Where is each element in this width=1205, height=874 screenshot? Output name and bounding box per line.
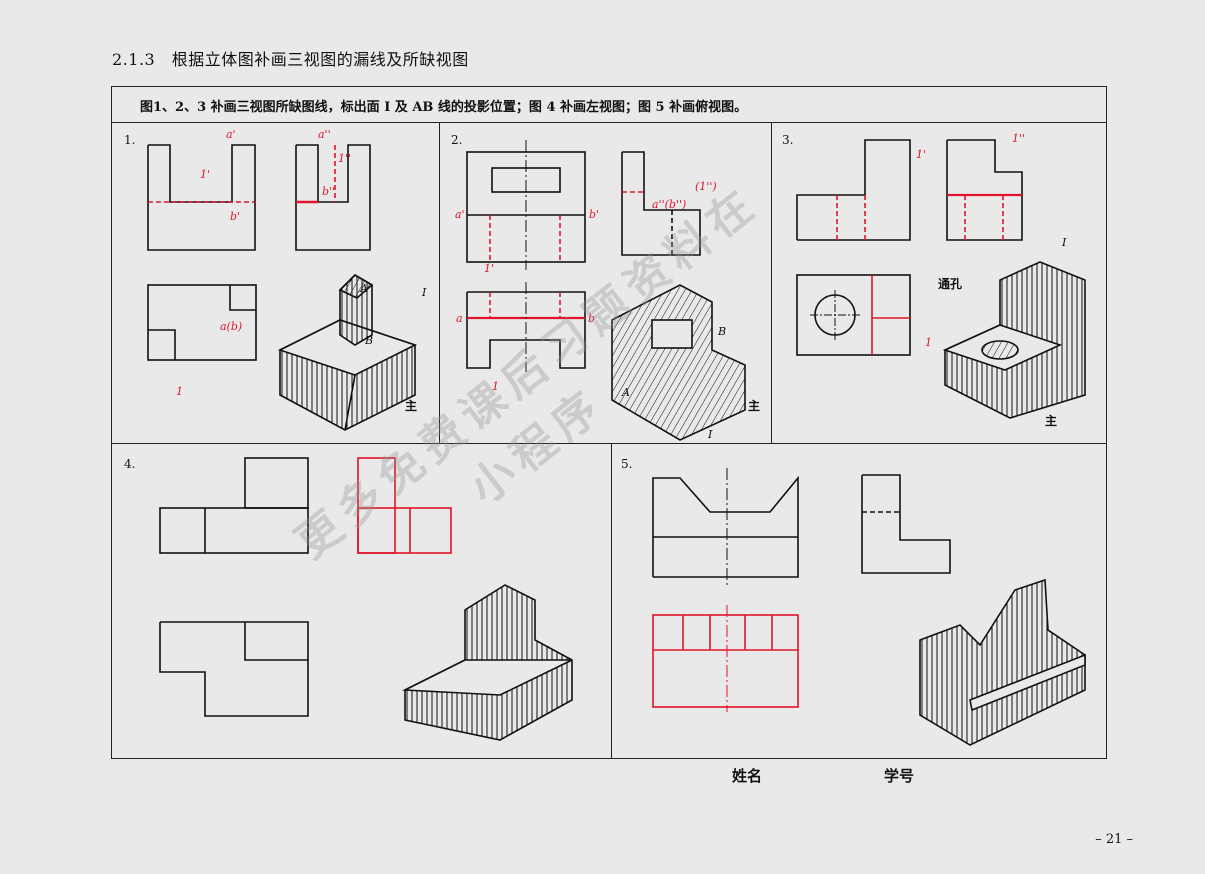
problem-4-front-view xyxy=(159,457,309,554)
label-2-1: 1 xyxy=(492,380,499,393)
label-2-B: B xyxy=(717,325,726,338)
label-2-1-dbl: (1'') xyxy=(695,180,717,193)
problem-1-front-view xyxy=(147,144,256,251)
problem-1-isometric xyxy=(277,273,418,431)
problem-2-front-view xyxy=(466,140,586,270)
problem-number-1: 1. xyxy=(124,133,136,147)
label-3-hole: 通孔 xyxy=(938,276,962,291)
problem-number-2: 2. xyxy=(451,133,463,147)
problem-5-front-view xyxy=(652,468,799,585)
divider-row xyxy=(112,443,1106,445)
label-1-a-prime: a' xyxy=(226,128,236,141)
problem-4-left-view-answer xyxy=(357,457,452,554)
label-1-b-dbl: b'' xyxy=(322,185,335,198)
label-3-1-dbl: 1'' xyxy=(1012,132,1025,145)
label-1-B: B xyxy=(364,334,373,347)
problem-4-top-view xyxy=(159,621,309,717)
problem-2-top-view xyxy=(466,282,586,372)
problem-5-isometric xyxy=(919,578,1086,746)
label-3-view-dir: 主 xyxy=(1045,413,1057,428)
label-1-I: I xyxy=(421,286,427,299)
problem-3-left-view xyxy=(946,139,1023,241)
problem-3-isometric xyxy=(942,261,1086,419)
label-2-1-prime: 1' xyxy=(484,262,494,275)
label-2-view-dir: 主 xyxy=(748,398,760,413)
label-1-view-dir: 主 xyxy=(405,398,417,413)
label-1-a-dbl: a'' xyxy=(318,128,331,141)
section-title: 2.1.3 根据立体图补画三视图的漏线及所缺视图 xyxy=(112,50,469,69)
problem-number-4: 4. xyxy=(124,457,136,471)
label-2-a-prime: a' xyxy=(455,208,465,221)
problem-2-isometric xyxy=(611,284,746,441)
label-2-a: a xyxy=(456,312,463,325)
divider-2-3 xyxy=(771,123,773,444)
problem-3-front-view xyxy=(796,139,911,241)
exercise-sheet: 图1、2、3 补画三视图所缺图线，标出面 I 及 AB 线的投影位置；图 4 补… xyxy=(111,86,1107,759)
label-3-1-prime: 1' xyxy=(916,148,926,161)
student-id-label: 学号 xyxy=(884,767,915,785)
instruction-text: 图1、2、3 补画三视图所缺图线，标出面 I 及 AB 线的投影位置；图 4 补… xyxy=(112,87,1106,123)
problem-5-top-view-answer xyxy=(652,605,799,712)
problem-1-top-view xyxy=(147,284,257,361)
problem-5-left-view xyxy=(861,474,951,574)
label-1-1-dbl: 1'' xyxy=(338,152,351,165)
label-1-1: 1 xyxy=(176,385,183,398)
label-1-b-prime: b' xyxy=(230,210,240,223)
name-label: 姓名 xyxy=(732,767,763,785)
label-2-A: A xyxy=(621,386,630,399)
label-2-I: I xyxy=(707,428,713,441)
label-3-I: I xyxy=(1061,236,1067,249)
label-2-b: b xyxy=(588,312,595,325)
problem-2-left-view xyxy=(621,151,701,256)
label-2-b-prime: b' xyxy=(589,208,599,221)
label-1-ab: a(b) xyxy=(220,320,242,333)
label-1-1-prime: 1' xyxy=(200,168,210,181)
label-2-ab-dbl: a''(b'') xyxy=(652,198,686,211)
divider-4-5 xyxy=(611,443,613,758)
problem-3-top-view xyxy=(796,274,911,356)
problem-number-5: 5. xyxy=(621,457,633,471)
problem-number-3: 3. xyxy=(782,133,794,147)
page-number: – 21 – xyxy=(1095,832,1133,847)
label-3-1: 1 xyxy=(925,336,932,349)
problem-4-isometric xyxy=(401,584,573,741)
divider-1-2 xyxy=(439,123,441,444)
label-1-A: A xyxy=(359,282,368,295)
problem-1-left-view xyxy=(295,144,371,251)
